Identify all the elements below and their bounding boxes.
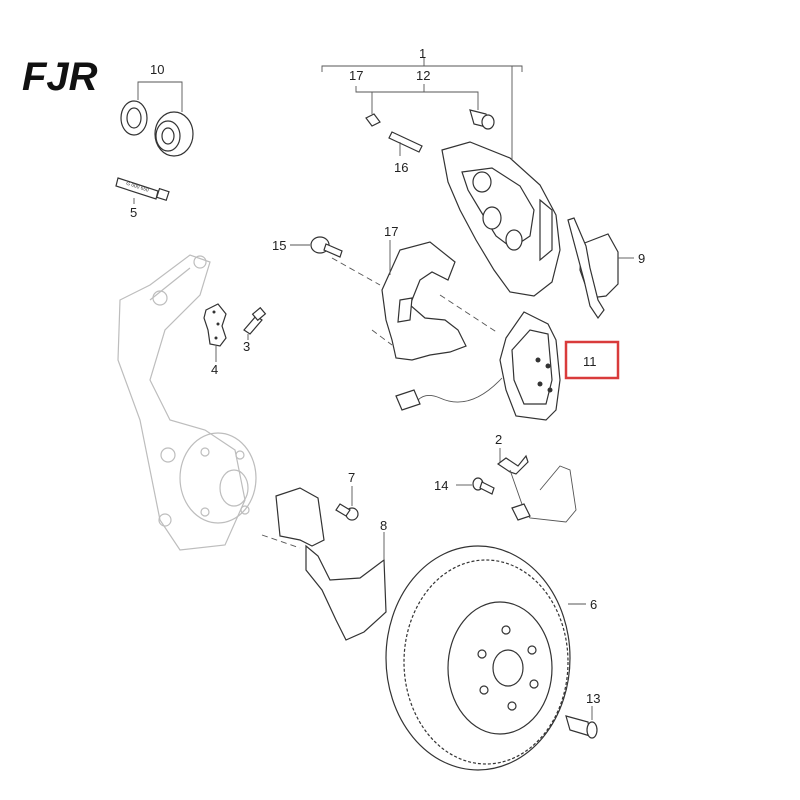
- part-8-splash-shield: [261, 487, 387, 641]
- callout-6: 6: [590, 597, 597, 612]
- callout-3: 3: [243, 339, 250, 354]
- part-12-bushing: [372, 84, 495, 130]
- callout-1: 1: [419, 46, 426, 61]
- callout-9: 9: [638, 251, 645, 266]
- callout-10: 10: [150, 62, 164, 77]
- part-4-bracket: [203, 303, 227, 362]
- part-1-caliper: [321, 58, 561, 297]
- part-16-guide-pin: [388, 131, 423, 156]
- callout-8: 8: [380, 518, 387, 533]
- wheel-hub: [179, 432, 257, 524]
- brand-logo: FJR: [22, 55, 98, 99]
- part-6-brake-disc: [385, 545, 586, 771]
- part-5-grease-tube: G 000 650: [115, 177, 170, 204]
- part-13-bolt: [565, 706, 598, 739]
- part-3-bolt: [243, 306, 267, 340]
- part-11-brake-pad: [395, 311, 561, 421]
- callout-17-lower: 17: [384, 224, 398, 239]
- part-10-bearing: [120, 81, 194, 157]
- part-15-bolt: [290, 236, 343, 258]
- brand-logo-text: FJR: [22, 55, 98, 99]
- callout-17-upper: 17: [349, 68, 363, 83]
- part-17-caliper-carrier: [331, 240, 499, 361]
- part-17-cap: [355, 86, 381, 127]
- callout-14: 14: [434, 478, 448, 493]
- callout-4: 4: [211, 362, 218, 377]
- part-2-brake-line: [496, 448, 577, 523]
- highlight-box: [564, 340, 620, 380]
- callout-12: 12: [416, 68, 430, 83]
- callout-15: 15: [272, 238, 286, 253]
- callout-7: 7: [348, 470, 355, 485]
- callout-11: 11: [583, 354, 597, 369]
- steering-knuckle: [117, 254, 246, 551]
- part-7-bolt: [335, 486, 359, 521]
- callout-5: 5: [130, 205, 137, 220]
- callout-13: 13: [586, 691, 600, 706]
- part-9-pad: [567, 217, 634, 320]
- part-14-bolt: [456, 477, 495, 495]
- callout-16: 16: [394, 160, 408, 175]
- callout-2: 2: [495, 432, 502, 447]
